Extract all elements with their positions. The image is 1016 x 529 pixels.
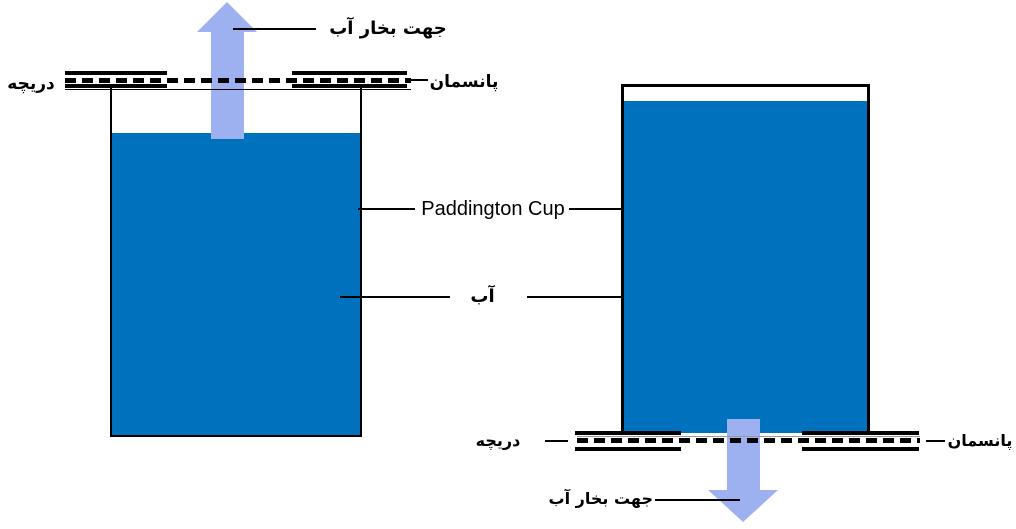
right-dressing-label: پانسمان: [947, 431, 1013, 450]
left-dressing-label: پانسمان: [429, 72, 499, 92]
left-hatch-plate-top-left: [65, 71, 167, 75]
water-label: آب: [470, 286, 495, 307]
right-dressing-connector-line: [926, 440, 945, 442]
right-cup-body: [621, 84, 870, 433]
left-vapor-direction-label: جهت بخار آب: [329, 18, 447, 39]
right-hatch-connector-line: [545, 440, 568, 442]
right-dressing-dashed-line: [577, 438, 920, 443]
down-arrow-head-icon: [708, 490, 778, 522]
right-mouth-thin-line: [577, 436, 920, 437]
right-vapor-connector-line: [655, 499, 740, 501]
left-hatch-plate-bottom-left: [65, 84, 167, 88]
right-hatch-plate-bottom-right: [802, 447, 919, 451]
left-mouth-thin-line: [65, 89, 411, 90]
left-dressing-dashed-line: [65, 78, 411, 83]
right-hatch-plate-top-right: [802, 431, 919, 435]
left-cup-water: [112, 133, 360, 435]
up-arrow-shaft-tip: [211, 133, 244, 139]
cup-name-label: Paddington Cup: [421, 198, 565, 220]
left-dressing-connector-line: [411, 79, 428, 81]
left-cup-body: [110, 88, 362, 437]
left-hatch-plate-top-right: [292, 71, 407, 75]
cup-connector-line-left: [358, 208, 415, 210]
right-hatch-plate-top-left: [575, 431, 681, 435]
right-cup-water: [624, 101, 867, 433]
up-arrow-head-icon: [197, 2, 257, 32]
cup-connector-line-right: [569, 208, 621, 210]
right-hatch-plate-bottom-left: [575, 447, 681, 451]
left-hatch-plate-bottom-right: [292, 84, 407, 88]
left-vapor-connector-line: [233, 28, 316, 30]
right-vapor-direction-label: جهت بخار آب: [548, 489, 654, 508]
up-arrow-shaft: [211, 31, 244, 139]
water-connector-line-right: [527, 296, 631, 298]
down-arrow-shaft: [727, 419, 760, 491]
right-hatch-label: دريچه: [475, 431, 521, 450]
water-connector-line-left: [340, 296, 450, 298]
left-hatch-label: دريچه: [7, 74, 55, 94]
